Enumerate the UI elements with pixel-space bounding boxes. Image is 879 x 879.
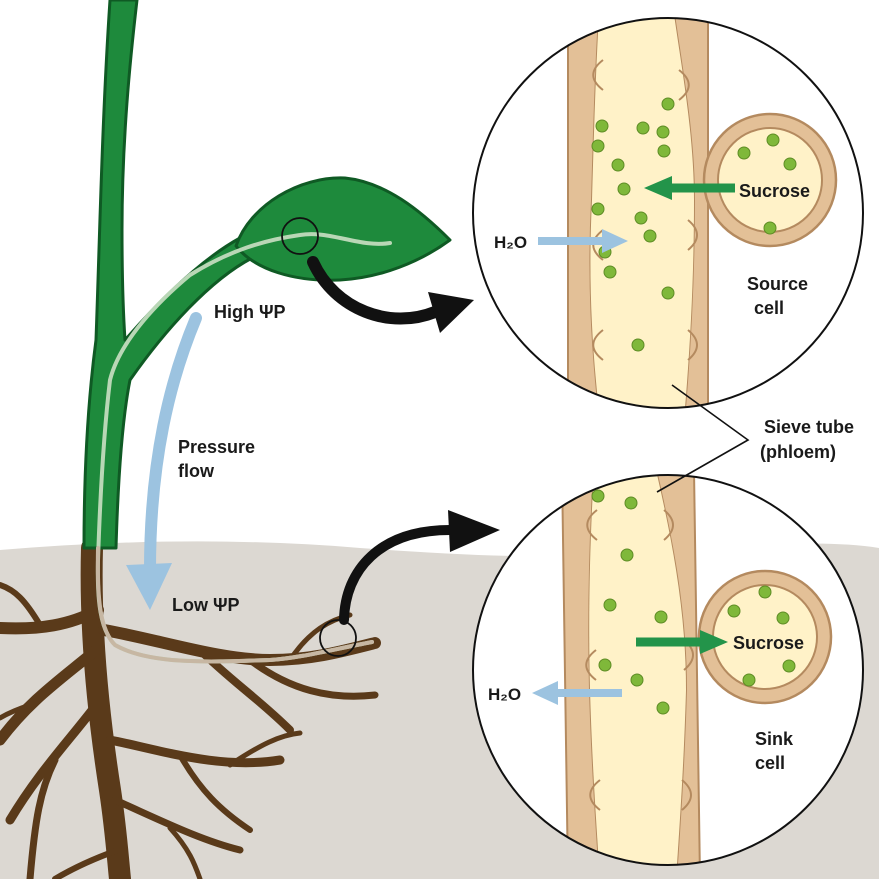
leaf-zoom-marker: [281, 217, 319, 255]
sink-cell-label-line2: cell: [755, 753, 785, 773]
phloem-path-root: [95, 546, 374, 664]
sieve-tube-leader: [656, 384, 750, 493]
sucrose-molecules: [591, 97, 797, 352]
sucrose-molecules: [591, 489, 796, 715]
source-zoom-view: Sucrose H₂O Source cell: [472, 17, 864, 409]
sieve-plate: [585, 509, 694, 811]
pressure-flow-label-line2: flow: [178, 461, 215, 481]
down-arrow-icon: [126, 312, 202, 610]
sieve-tube-lumen: [590, 18, 694, 408]
source-cell-label-line1: Source: [747, 274, 808, 294]
curved-arrow-icon: [339, 510, 500, 625]
sieve-tube-label-line1: Sieve tube: [764, 417, 854, 437]
sucrose-arrow-icon: [636, 630, 728, 654]
source-cell-label-line2: cell: [754, 298, 784, 318]
curved-arrow-icon: [307, 256, 474, 333]
sieve-tube-label-line2: (phloem): [760, 442, 836, 462]
sucrose-arrow-icon: [644, 176, 735, 200]
water-arrow-icon: [532, 681, 622, 705]
source-sucrose-label: Sucrose: [739, 181, 810, 201]
stem: [82, 0, 254, 550]
sink-zoom-view: Sucrose H₂O Sink cell: [472, 474, 864, 866]
sink-water-label: H₂O: [488, 685, 521, 704]
leaf: [234, 176, 452, 282]
high-pressure-label: High ΨP: [214, 302, 286, 322]
source-water-label: H₂O: [494, 233, 527, 252]
water-arrow-icon: [538, 229, 628, 253]
pressure-flow-label-line1: Pressure: [178, 437, 255, 457]
sink-cell-label-line1: Sink: [755, 729, 794, 749]
sink-sucrose-label: Sucrose: [733, 633, 804, 653]
root-zoom-marker: [319, 619, 357, 657]
low-pressure-label: Low ΨP: [172, 595, 240, 615]
